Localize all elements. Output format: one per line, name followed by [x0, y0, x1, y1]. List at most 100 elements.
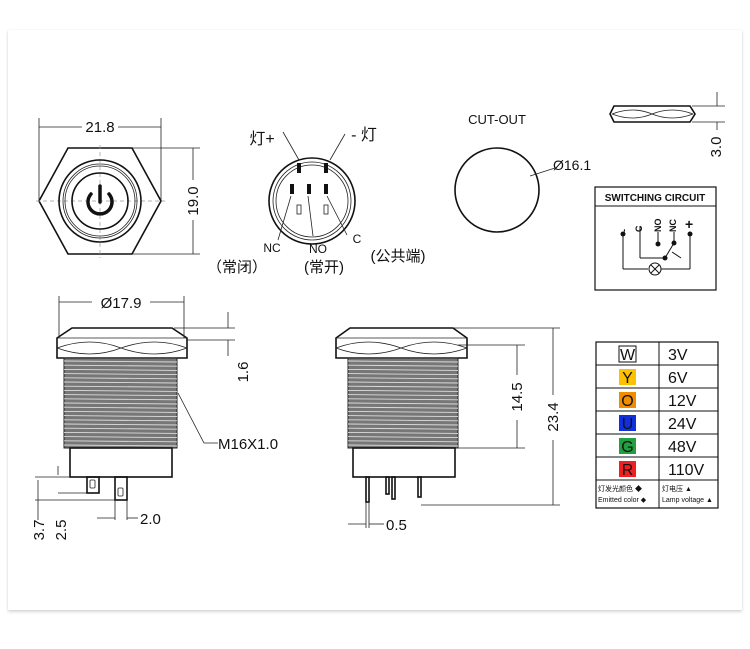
- lamp-minus-label: - 灯: [351, 126, 377, 144]
- footer-left-cn: 灯发光颜色 ◆: [598, 484, 642, 493]
- diameter-dim: Ø17.9: [101, 295, 142, 312]
- thread-line: [347, 373, 459, 376]
- thread-line: [347, 389, 459, 392]
- pin-width-dim: 2.0: [140, 511, 161, 528]
- thread-line: [347, 385, 459, 388]
- thread-line: [347, 415, 459, 418]
- terminal-c: C: [634, 225, 644, 232]
- c-label: C: [353, 232, 362, 246]
- switching-circuit: SWITCHING CIRCUIT - C NO NC +: [594, 186, 717, 291]
- thread-line: [347, 431, 459, 434]
- color-swatch: [619, 392, 636, 408]
- thread-line: [347, 377, 459, 380]
- thread-line: [63, 373, 178, 376]
- thread-line: [347, 360, 459, 363]
- voltage: 24V: [668, 416, 697, 433]
- footer-right-en: Lamp voltage ▲: [662, 497, 713, 504]
- color-code: R: [622, 462, 634, 479]
- voltage: 6V: [668, 370, 688, 387]
- no-label: NO: [309, 242, 327, 256]
- thread-line: [63, 423, 178, 426]
- color-code: G: [621, 439, 633, 456]
- thread-line: [63, 381, 178, 384]
- c-cn-label: (公共端): [371, 248, 426, 265]
- thread-line: [63, 377, 178, 380]
- thread-line: [63, 440, 178, 443]
- thread-line: [347, 436, 459, 439]
- footer-right-cn: 灯电压 ▲: [662, 484, 692, 493]
- total-length-dim: 23.4: [545, 402, 562, 431]
- power-icon: [86, 184, 114, 216]
- thread-line: [347, 381, 459, 384]
- thread-line: [63, 389, 178, 392]
- thread-line: [347, 423, 459, 426]
- thread-line: [347, 406, 459, 409]
- thread-line: [63, 368, 178, 371]
- color-swatch: [619, 369, 636, 385]
- thread-line: [347, 402, 459, 405]
- terminal-no: NO: [653, 219, 663, 233]
- head-dim: 1.6: [235, 362, 252, 383]
- voltage: 48V: [668, 439, 697, 456]
- thread-line: [347, 427, 459, 430]
- thread-line: [347, 419, 459, 422]
- thread-line: [63, 394, 178, 397]
- thread-line: [347, 410, 459, 413]
- thread-line: [63, 410, 178, 413]
- lamp-plus-label: 灯+: [249, 130, 274, 148]
- thread-line: [63, 427, 178, 430]
- voltage: 12V: [668, 393, 697, 410]
- cutout-title: CUT-OUT: [468, 112, 526, 127]
- thread-line: [63, 385, 178, 388]
- thread-line: [63, 398, 178, 401]
- terminal-plus: +: [685, 216, 693, 232]
- thread-line: [63, 415, 178, 418]
- width-dim: 21.8: [85, 119, 114, 136]
- thread-label: M16X1.0: [218, 436, 278, 453]
- side-view-left: Ø17.9 1.6 M16X1.0 3.7 2.5 2.0: [31, 295, 278, 540]
- thin-side-view: 3.0: [609, 92, 725, 158]
- footer-left-en: Emitted color ◆: [598, 497, 647, 504]
- thread-line: [63, 402, 178, 405]
- color-code: U: [622, 416, 634, 433]
- pin-dim-b: 2.5: [53, 520, 70, 541]
- color-swatch: [618, 345, 637, 363]
- top-view: 21.8 19.0: [36, 118, 202, 258]
- color-swatch: [619, 461, 636, 477]
- cutout-diameter: Ø16.1: [553, 157, 591, 173]
- thread-line: [63, 431, 178, 434]
- color-code: W: [620, 347, 636, 364]
- voltage: 3V: [668, 347, 688, 364]
- nc-cn-label: （常闭）: [207, 259, 267, 276]
- pin-dim-a: 3.7: [31, 520, 48, 541]
- pin-view: 灯+ - 灯 NC （常闭） NO (常开) C (公共端): [207, 126, 426, 276]
- thickness-dim: 3.0: [708, 137, 725, 158]
- circuit-title: SWITCHING CIRCUIT: [605, 193, 706, 204]
- color-swatch: [619, 415, 636, 431]
- terminal-minus: -: [619, 229, 629, 232]
- thread-line: [63, 364, 178, 367]
- height-dim: 19.0: [185, 186, 202, 215]
- no-cn-label: (常开): [304, 259, 344, 276]
- thread-line: [63, 406, 178, 409]
- color-voltage-table: 灯发光颜色 ◆ Emitted color ◆ 灯电压 ▲ Lamp volta…: [595, 341, 719, 509]
- voltage: 110V: [668, 462, 705, 479]
- thread-line: [347, 368, 459, 371]
- thread-line: [63, 360, 178, 363]
- thread-length-dim: 14.5: [509, 382, 526, 411]
- cutout-view: CUT-OUT Ø16.1: [454, 112, 591, 233]
- thread-line: [347, 364, 459, 367]
- thread-line: [63, 436, 178, 439]
- thread-line: [63, 444, 178, 447]
- terminal-nc: NC: [668, 219, 678, 232]
- thread-line: [63, 419, 178, 422]
- thread-line: [347, 440, 459, 443]
- thread-line: [347, 398, 459, 401]
- thread-line: [347, 444, 459, 447]
- color-code: Y: [622, 370, 633, 387]
- color-swatch: [619, 438, 636, 454]
- nc-label: NC: [263, 241, 281, 255]
- thread-line: [347, 394, 459, 397]
- pin-thickness-dim: 0.5: [386, 517, 407, 534]
